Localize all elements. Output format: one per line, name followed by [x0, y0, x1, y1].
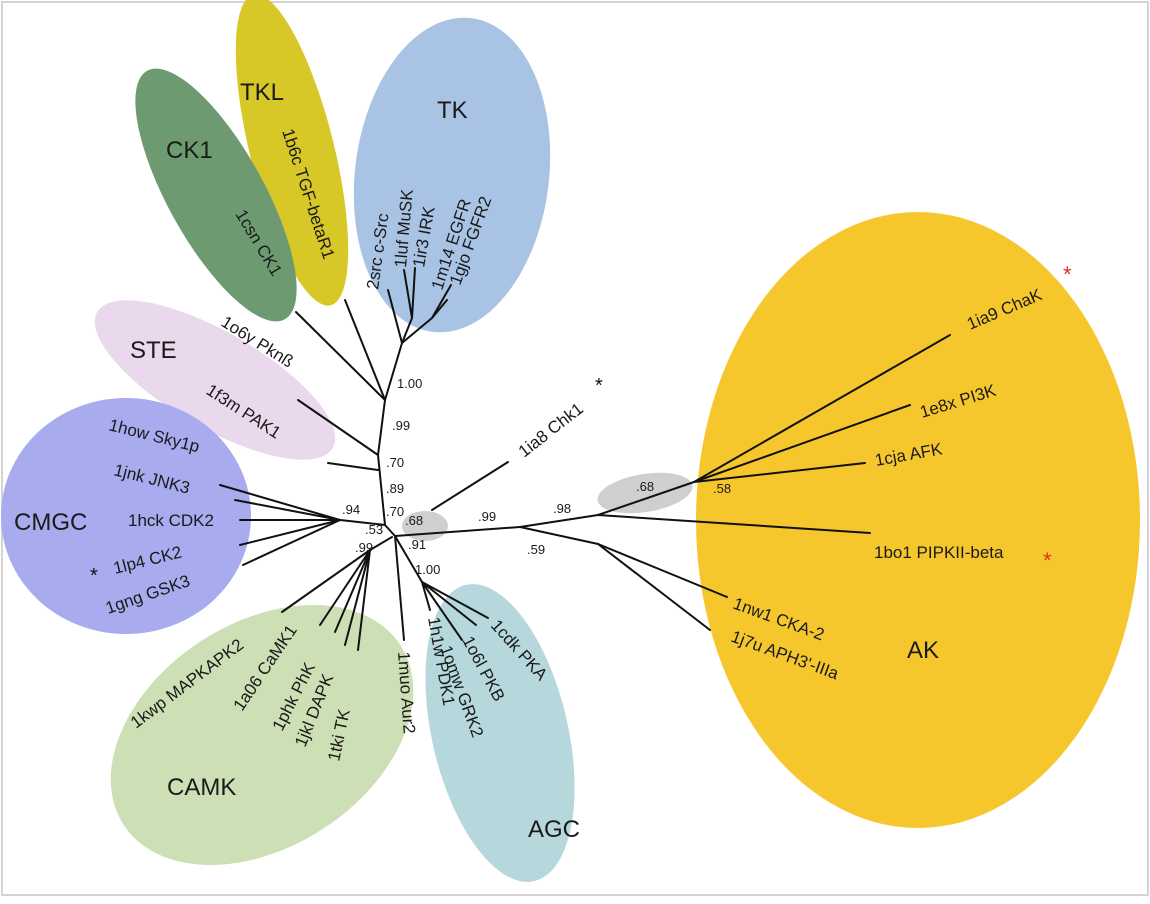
support-value: 1.00: [397, 376, 422, 391]
support-value: .91: [408, 537, 426, 552]
group-label-agc: AGC: [528, 816, 580, 843]
group-label-ak: AK: [907, 637, 939, 664]
support-value: .59: [527, 542, 545, 557]
group-ellipse-ak: [696, 212, 1140, 828]
support-value: .70: [386, 455, 404, 470]
support-values: 1.00 .99 .70 .89 .70 .94 .53 .68 .99 .91…: [342, 376, 731, 577]
asterisk-marker-1ia9: *: [1063, 262, 1072, 287]
group-label-ste: STE: [130, 337, 177, 364]
group-ellipse-tk: [353, 17, 551, 333]
group-ellipse-camk: [110, 605, 414, 865]
group-labels: TKL CK1 TK STE CMGC CAMK AGC AK: [14, 79, 939, 843]
support-value: .94: [342, 502, 360, 517]
asterisk-markers: * * * *: [90, 262, 1072, 587]
group-label-camk: CAMK: [167, 774, 236, 801]
group-ellipse-agc: [425, 584, 575, 882]
leaf-label-1bo1: 1bo1 PIPKII-beta: [874, 543, 1004, 562]
leaf-label-1hck: 1hck CDK2: [128, 511, 214, 530]
support-value: .98: [553, 501, 571, 516]
group-label-tkl: TKL: [240, 79, 284, 106]
tree-branches: [219, 267, 951, 651]
group-label-ck1: CK1: [166, 137, 213, 164]
group-ellipse-tkl: [235, 0, 349, 306]
support-value: .53: [365, 522, 383, 537]
support-value: .70: [386, 504, 404, 519]
support-value: .58: [713, 481, 731, 496]
group-label-cmgc: CMGC: [14, 509, 87, 536]
support-value: .68: [636, 479, 654, 494]
group-label-tk: TK: [437, 97, 468, 124]
asterisk-marker-1lp4: *: [90, 565, 98, 587]
group-ellipse-ck1: [135, 68, 297, 322]
support-value: 1.00: [415, 562, 440, 577]
asterisk-marker-1ia8: *: [595, 375, 603, 397]
asterisk-marker-1bo1: *: [1043, 548, 1052, 573]
support-value: .99: [355, 540, 373, 555]
group-ellipse-ste: [94, 300, 336, 460]
support-value: .99: [392, 418, 410, 433]
group-ellipse-cmgc: [1, 398, 251, 634]
node-highlight-ak: [597, 472, 693, 514]
support-value: .99: [478, 509, 496, 524]
support-value: .68: [405, 513, 423, 528]
support-value: .89: [386, 481, 404, 496]
